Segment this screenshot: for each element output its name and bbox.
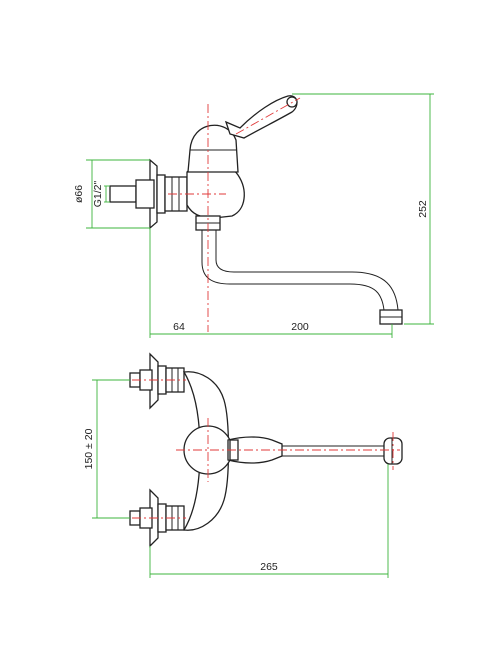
dim-total-length-label: 265	[260, 561, 278, 573]
inlet-connector	[135, 179, 155, 209]
cartridge-cap	[187, 124, 239, 173]
center-line-lever	[235, 97, 301, 135]
top-cartridge-cap	[183, 425, 233, 475]
side-view: ø66 G1/2" 252 64 200	[73, 93, 434, 338]
dim-spout-reach-label: 200	[291, 321, 309, 333]
lever-handle	[224, 95, 298, 139]
dim-thread-label: G1/2"	[92, 180, 104, 207]
inlet-thread	[109, 185, 137, 203]
hex-nut	[156, 174, 166, 214]
dim-inlet-spacing-label: 150 ± 20	[83, 428, 95, 469]
dim-height-label: 252	[417, 200, 429, 218]
spout-pipe	[201, 230, 385, 311]
dim-offset-label: 64	[173, 321, 185, 333]
top-view: 150 ± 20 265	[83, 352, 403, 578]
spout-pipe-inner	[215, 230, 399, 311]
dim-diameter-label: ø66	[73, 185, 85, 203]
